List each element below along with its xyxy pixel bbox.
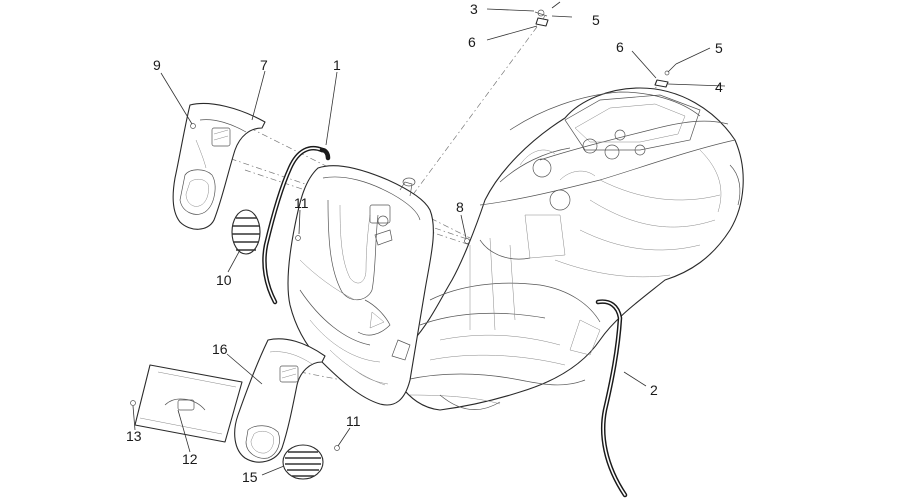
callout-5-top: 5 [592,12,600,28]
horn-grille-lower [282,444,324,480]
scooter-body-frame [397,87,744,411]
callout-9: 9 [153,57,161,73]
horn-cover-upper [172,102,266,230]
horn-cover-lower [234,338,326,463]
callout-3: 3 [470,1,478,17]
horn-grille [231,209,261,255]
callout-5-right: 5 [715,40,723,56]
callout-4: 4 [715,79,723,95]
callout-10: 10 [216,272,232,288]
front-shield-edge-trim [262,145,331,305]
callout-labels: 3 5 6 6 5 4 9 7 1 11 8 10 16 2 11 13 12 … [126,1,723,485]
callout-6-right: 6 [616,39,624,55]
callout-2: 2 [650,382,658,398]
callout-11-lower: 11 [346,413,361,429]
callout-7: 7 [260,57,268,73]
front-leg-shield [287,165,434,406]
callout-1: 1 [333,57,341,73]
plate-holder [134,364,243,443]
callout-leaders [132,8,726,476]
side-edge-trim [595,299,628,498]
callout-15: 15 [242,469,258,485]
callout-6-top: 6 [468,34,476,50]
callout-12: 12 [182,451,198,467]
callout-11-upper: 11 [294,195,309,211]
callout-16: 16 [212,341,228,357]
callout-13: 13 [126,428,142,444]
hardware [130,1,677,451]
callout-8: 8 [456,199,464,215]
